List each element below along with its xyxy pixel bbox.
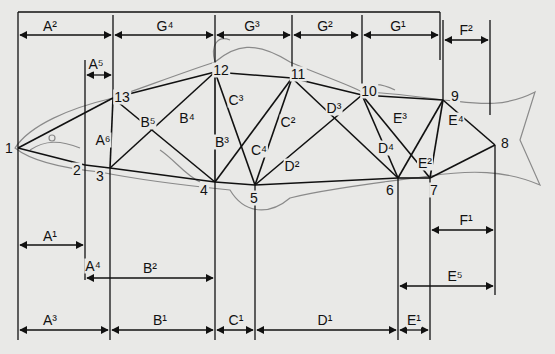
landmark-label: 4 [199, 183, 209, 198]
landmark-label: 13 [113, 90, 131, 105]
landmark-label: A¹ [42, 229, 58, 244]
landmark-label: G² [316, 19, 334, 34]
landmark-label: G¹ [389, 19, 407, 34]
landmark-label: E¹ [406, 313, 422, 328]
landmark-label: 11 [290, 67, 307, 82]
landmark-label: 8 [500, 136, 510, 151]
landmark-label: D³ [326, 101, 343, 116]
landmark-label: F² [458, 23, 473, 38]
landmark-label: 10 [360, 84, 378, 99]
landmark-label: E² [417, 156, 433, 171]
landmark-label: C³ [228, 93, 245, 108]
landmark-label: A⁵ [87, 57, 104, 72]
landmark-label: C⁴ [250, 143, 268, 158]
landmark-label: 7 [429, 183, 439, 198]
landmark-label: A³ [42, 313, 58, 328]
landmark-label: E³ [392, 111, 408, 126]
landmark-label: A⁴ [84, 259, 101, 274]
landmark-label: D⁴ [377, 141, 395, 156]
landmark-label: C² [280, 115, 297, 130]
landmark-label: B² [142, 261, 158, 276]
landmark-label: E⁵ [446, 269, 463, 284]
landmark-label: G⁴ [156, 19, 175, 34]
landmark-label: D¹ [317, 313, 334, 328]
landmark-label: A² [42, 19, 58, 34]
landmark-label: 6 [385, 183, 395, 198]
landmark-label: D² [284, 159, 301, 174]
landmark-label: 12 [212, 63, 230, 78]
landmark-label: 9 [450, 89, 460, 104]
landmark-label: 1 [4, 141, 14, 156]
landmark-label: 3 [95, 169, 105, 184]
landmark-label: G³ [243, 19, 261, 34]
landmark-label: F¹ [458, 213, 473, 228]
landmark-label: B⁴ [178, 111, 195, 126]
landmark-label: A⁶ [94, 133, 111, 148]
landmark-label: C¹ [228, 313, 245, 328]
landmark-label: E⁴ [447, 113, 464, 128]
landmark-label: B¹ [152, 313, 168, 328]
landmark-label: 5 [249, 191, 259, 206]
landmark-label: B³ [214, 135, 230, 150]
landmark-label: B⁵ [139, 115, 156, 130]
landmark-label: 2 [72, 163, 82, 178]
